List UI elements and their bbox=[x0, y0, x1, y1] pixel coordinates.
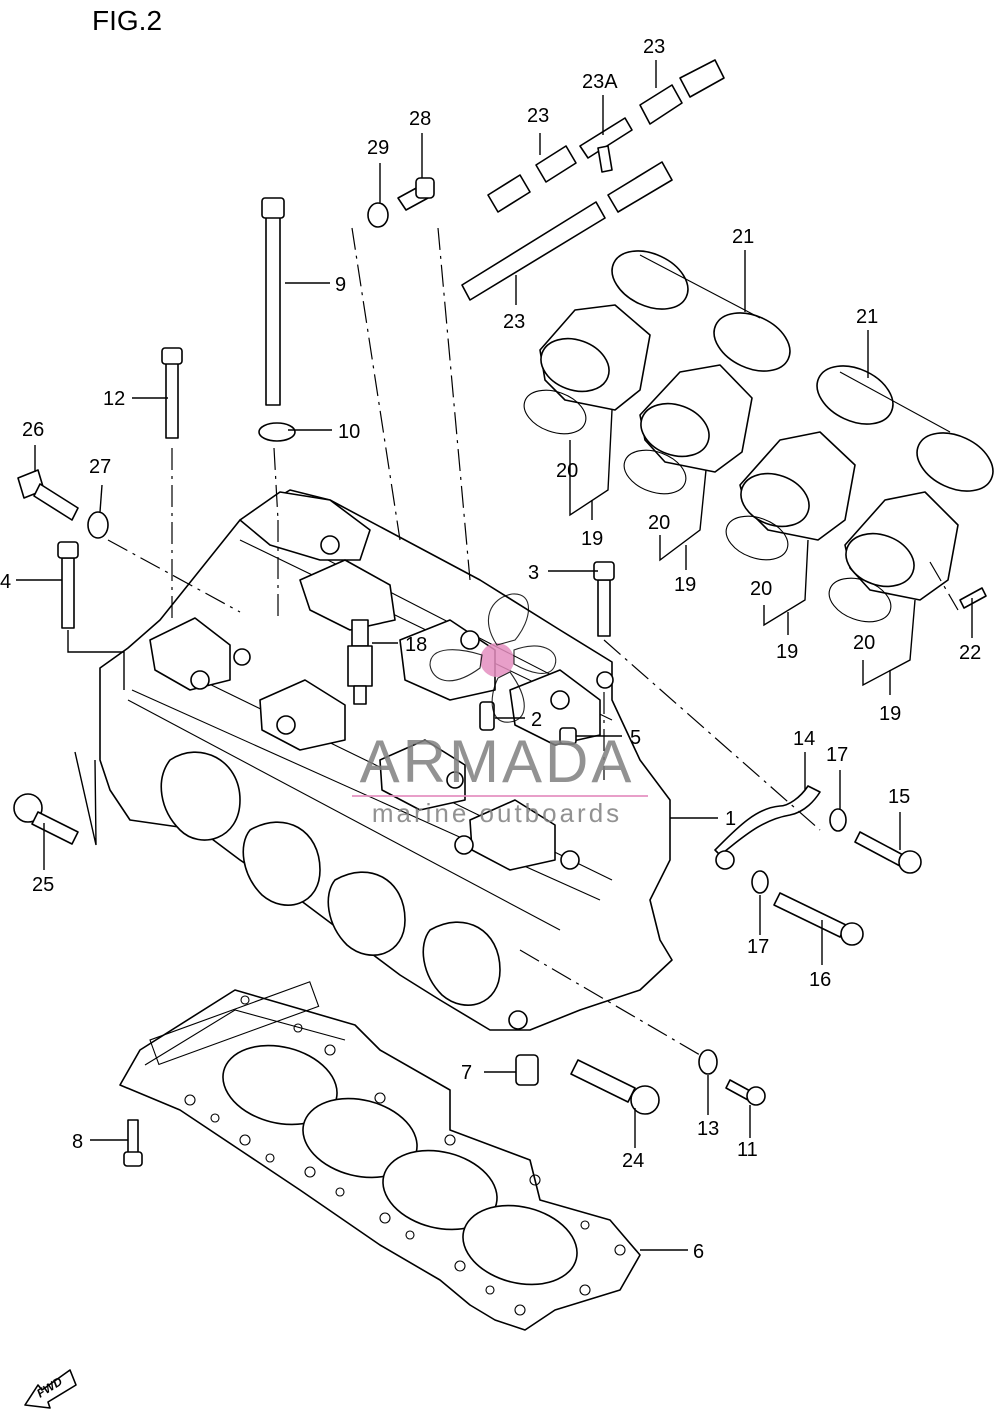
watermark-brand: ARMADA bbox=[360, 728, 635, 795]
callout-22: 22 bbox=[959, 642, 981, 664]
callout-3: 3 bbox=[528, 562, 539, 584]
callout-10: 10 bbox=[338, 421, 360, 443]
intake-clamps bbox=[611, 250, 994, 492]
callout-9: 9 bbox=[335, 274, 346, 296]
callout-4: 4 bbox=[0, 571, 11, 593]
callout-20c: 20 bbox=[750, 578, 772, 600]
callout-28: 28 bbox=[409, 108, 431, 130]
callout-25: 25 bbox=[32, 874, 54, 896]
hoses bbox=[461, 59, 725, 301]
callout-labels: 1 2 3 4 5 6 7 8 9 10 11 12 13 14 15 16 1… bbox=[0, 36, 981, 1263]
fwd-arrow: FWD bbox=[24, 1369, 77, 1409]
callout-16: 16 bbox=[809, 969, 831, 991]
callout-17b: 17 bbox=[747, 936, 769, 958]
fasteners bbox=[13, 177, 987, 1167]
callout-8: 8 bbox=[72, 1131, 83, 1153]
callout-7: 7 bbox=[461, 1062, 472, 1084]
callout-23b: 23 bbox=[527, 105, 549, 127]
callout-20a: 20 bbox=[556, 460, 578, 482]
leader-lines bbox=[16, 60, 973, 1251]
head-gasket bbox=[119, 981, 641, 1331]
callout-20b: 20 bbox=[648, 512, 670, 534]
callout-14: 14 bbox=[793, 728, 815, 750]
intake-pipes bbox=[523, 304, 959, 623]
callout-12: 12 bbox=[103, 388, 125, 410]
callout-11: 11 bbox=[737, 1139, 758, 1161]
assembly-lines bbox=[67, 227, 959, 1056]
callout-29: 29 bbox=[367, 137, 389, 159]
callout-27: 27 bbox=[89, 456, 111, 478]
callout-23a: 23 bbox=[643, 36, 665, 58]
callout-21b: 21 bbox=[856, 306, 878, 328]
cylinder-head bbox=[99, 489, 673, 1031]
callout-18: 18 bbox=[405, 634, 427, 656]
callout-20d: 20 bbox=[853, 632, 875, 654]
callout-17a: 17 bbox=[826, 744, 848, 766]
callout-19b: 19 bbox=[674, 574, 696, 596]
propeller-icon bbox=[429, 593, 557, 723]
callout-23A: 23A bbox=[582, 71, 618, 93]
callout-2: 2 bbox=[531, 709, 542, 731]
callout-1: 1 bbox=[725, 808, 736, 830]
callout-19a: 19 bbox=[581, 528, 603, 550]
watermark-logo: ARMADA marine outboards bbox=[352, 593, 648, 828]
callout-15: 15 bbox=[888, 786, 910, 808]
callout-13: 13 bbox=[697, 1118, 719, 1140]
callout-5: 5 bbox=[630, 727, 641, 749]
callout-19c: 19 bbox=[776, 641, 798, 663]
callout-6: 6 bbox=[693, 1241, 704, 1263]
callout-21a: 21 bbox=[732, 226, 754, 248]
callout-23c: 23 bbox=[503, 311, 525, 333]
callout-26: 26 bbox=[22, 419, 44, 441]
callout-19d: 19 bbox=[879, 703, 901, 725]
figure-title: FIG.2 bbox=[92, 5, 162, 36]
watermark-tagline: marine outboards bbox=[372, 798, 622, 828]
callout-24: 24 bbox=[622, 1150, 644, 1172]
